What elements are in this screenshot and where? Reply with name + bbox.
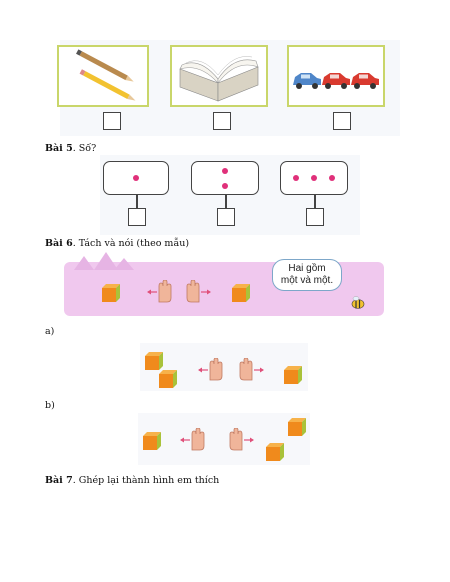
dot-box-2 — [191, 161, 259, 195]
answer-box-2[interactable] — [217, 208, 235, 226]
bai7-heading: Bài 7. Ghép lại thành hình em thích — [45, 475, 220, 486]
right-hand-icon — [239, 358, 264, 381]
part-a-label: a) — [45, 326, 55, 337]
speech-bubble: Hai gồm một và một. — [272, 259, 342, 291]
cars-icon — [293, 73, 379, 89]
dot — [222, 183, 228, 189]
pencils-icon — [76, 49, 136, 101]
answer-box-1[interactable] — [128, 208, 146, 226]
bai5-heading: Bài 5. Số? — [45, 143, 97, 154]
dot — [293, 175, 299, 181]
cube-icon — [232, 284, 250, 302]
dot-box-3 — [280, 161, 348, 195]
cube-icon — [143, 432, 161, 450]
dot — [329, 175, 335, 181]
left-hand-icon — [180, 428, 205, 451]
cube-icon — [159, 370, 177, 388]
bai6-heading: Bài 6. Tách và nói (theo mẫu) — [45, 238, 190, 249]
left-hand-icon — [198, 358, 223, 381]
connector-line — [225, 195, 227, 208]
answer-box-cars[interactable] — [333, 112, 351, 130]
book-icon — [179, 56, 259, 102]
cube-icon — [284, 366, 302, 384]
dot — [222, 168, 228, 174]
connector-line — [314, 195, 316, 208]
dot — [133, 175, 139, 181]
answer-box-3[interactable] — [306, 208, 324, 226]
right-hand-icon — [229, 428, 254, 451]
cube-icon — [102, 284, 120, 302]
answer-box-book[interactable] — [213, 112, 231, 130]
pencils-card — [57, 45, 149, 107]
right-hand-icon — [186, 280, 211, 303]
answer-box-pencils[interactable] — [103, 112, 121, 130]
left-hand-icon — [147, 280, 172, 303]
cars-card — [287, 45, 385, 107]
cube-icon — [266, 443, 284, 461]
part-b-panel — [138, 413, 310, 465]
dot-box-1 — [103, 161, 169, 195]
connector-line — [136, 195, 138, 208]
book-card — [170, 45, 268, 107]
part-b-label: b) — [45, 400, 55, 411]
dot — [311, 175, 317, 181]
banner-tree-silhouette — [74, 252, 134, 270]
cube-icon — [288, 418, 306, 436]
bee-icon — [351, 296, 365, 309]
cube-icon — [145, 352, 163, 370]
